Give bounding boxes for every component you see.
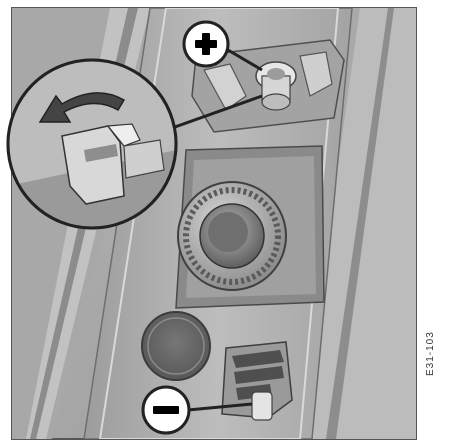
plus-terminal-icon xyxy=(184,22,228,66)
negative-terminal-assembly xyxy=(222,342,292,420)
round-opening xyxy=(142,312,210,380)
minus-terminal-icon xyxy=(143,387,189,433)
filler-cap xyxy=(178,182,286,290)
figure-code: E31-103 xyxy=(425,316,436,376)
